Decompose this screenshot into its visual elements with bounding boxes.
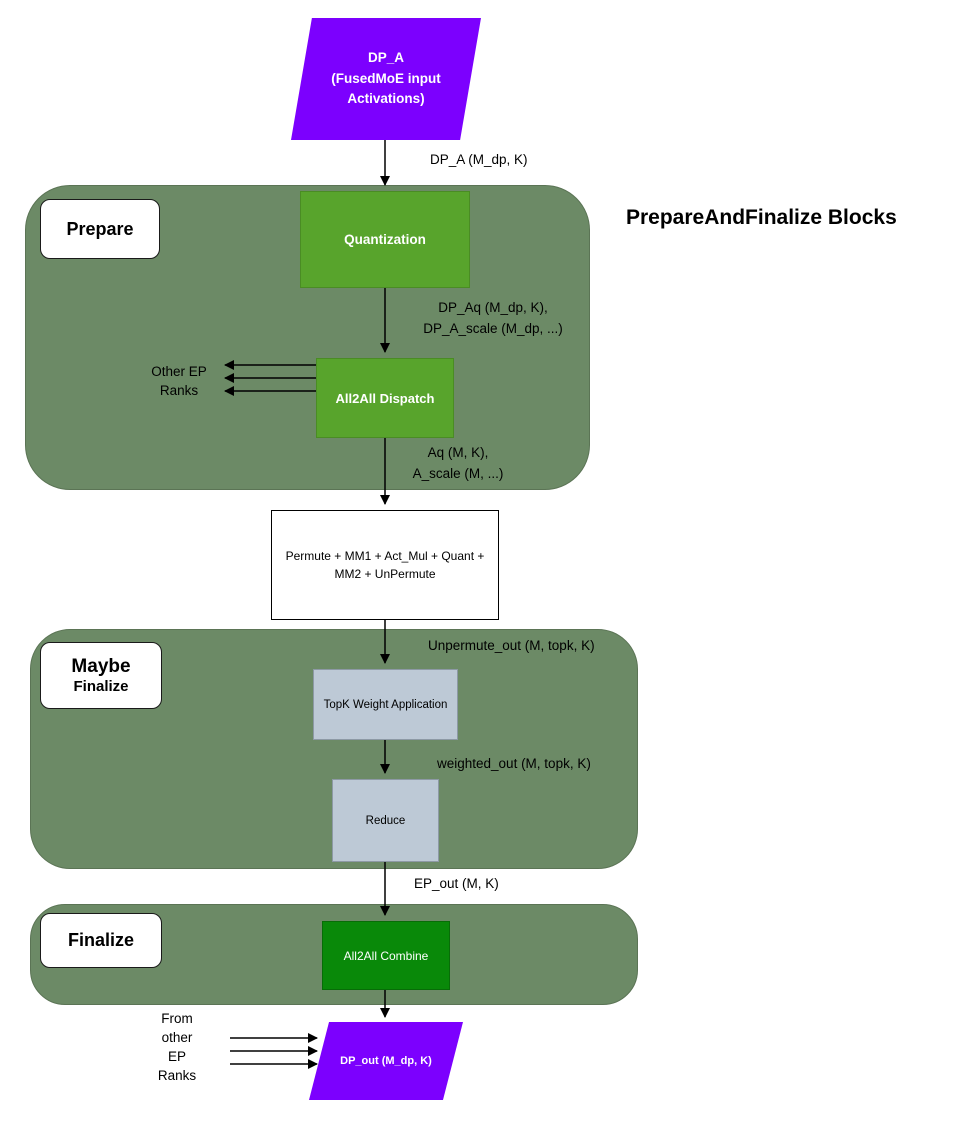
maybe-finalize-label: Maybe Finalize xyxy=(40,642,162,709)
edge-label-dpaq: DP_Aq (M_dp, K), DP_A_scale (M_dp, ...) xyxy=(423,300,563,336)
all2all-dispatch-node: All2All Dispatch xyxy=(316,358,454,438)
other-ep-ranks-label: Other EP Ranks xyxy=(151,364,207,398)
output-node: DP_out (M_dp, K) xyxy=(309,1022,463,1100)
edge-label-dpa: DP_A (M_dp, K) xyxy=(430,152,528,167)
input-activations-node: DP_A (FusedMoE input Activations) xyxy=(291,18,481,140)
quantization-node: Quantization xyxy=(300,191,470,288)
topk-weight-application-node: TopK Weight Application xyxy=(313,669,458,740)
prepare-label-text: Prepare xyxy=(66,218,134,239)
maybe-finalize-label-line2: Finalize xyxy=(73,678,129,695)
from-other-ep-ranks-label: From other EP Ranks xyxy=(157,1011,197,1083)
maybe-finalize-label-line1: Maybe xyxy=(71,656,131,677)
diagram-title: PrepareAndFinalize Blocks xyxy=(626,206,897,229)
finalize-label-text: Finalize xyxy=(67,930,134,950)
finalize-label: Finalize xyxy=(40,913,162,968)
edge-label-ep-out: EP_out (M, K) xyxy=(414,876,499,891)
all2all-combine-node: All2All Combine xyxy=(322,921,450,990)
edge-label-unpermute-out: Unpermute_out (M, topk, K) xyxy=(428,638,595,653)
edge-label-aq: Aq (M, K), A_scale (M, ...) xyxy=(412,445,504,481)
experts-fused-ops-node: Permute + MM1 + Act_Mul + Quant + MM2 + … xyxy=(271,510,499,620)
edge-label-weighted-out: weighted_out (M, topk, K) xyxy=(437,756,591,771)
prepare-label: Prepare xyxy=(40,199,160,259)
reduce-node: Reduce xyxy=(332,779,439,862)
